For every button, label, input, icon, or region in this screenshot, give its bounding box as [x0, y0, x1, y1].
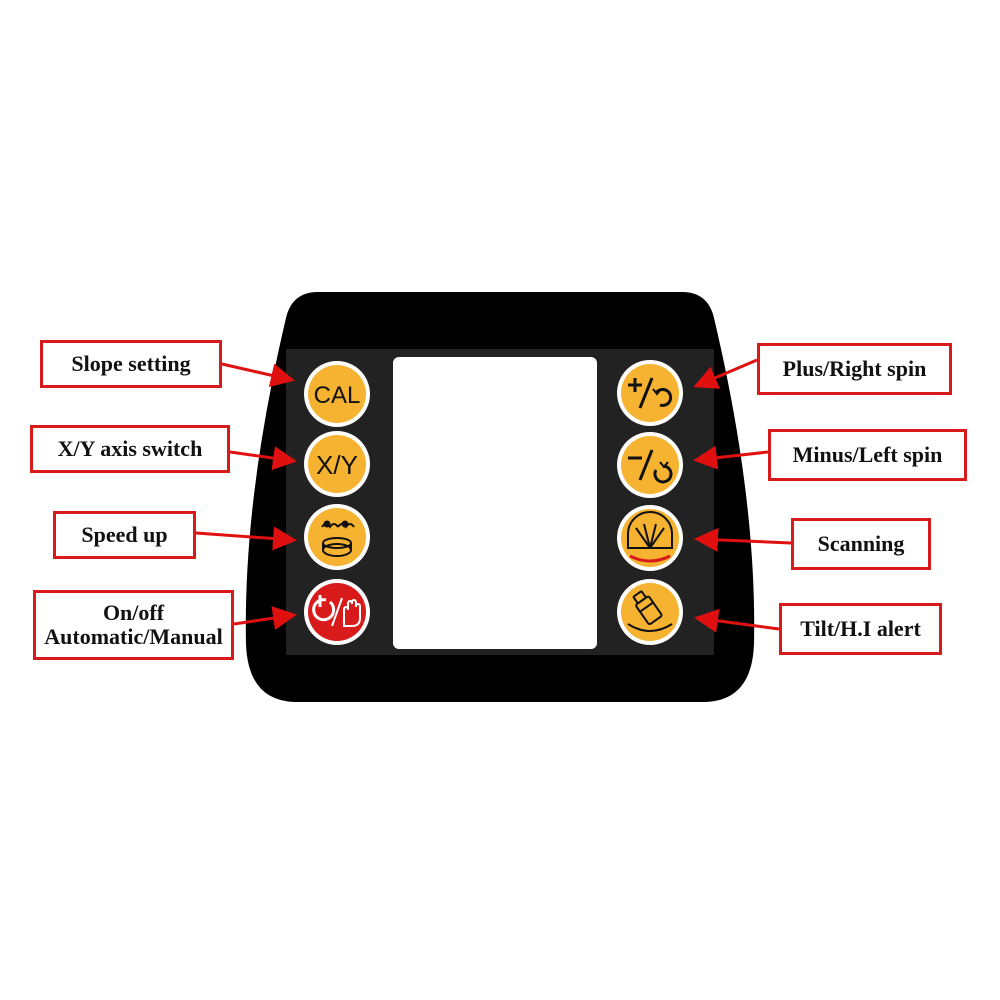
scanning-button[interactable] — [617, 505, 683, 571]
cal-button[interactable]: CAL — [304, 361, 370, 427]
label-scanning: Scanning — [791, 518, 931, 570]
arrow-slope-setting — [221, 362, 295, 388]
label-tilt-alert: Tilt/H.I alert — [779, 603, 942, 655]
annotation-arrows — [195, 358, 792, 633]
xy-button-label: X/Y — [316, 450, 358, 480]
label-plus-right-spin-text: Plus/Right spin — [782, 355, 927, 381]
label-plus-right-spin: Plus/Right spin — [757, 343, 952, 395]
label-speed-up-text: Speed up — [81, 521, 168, 547]
label-on-off-line1: On/off — [102, 599, 165, 625]
tilt-alert-button[interactable] — [617, 579, 683, 645]
xy-button[interactable]: X/Y — [304, 431, 370, 497]
minus-left-spin-icon — [628, 449, 673, 484]
label-on-off: On/off Automatic/Manual — [33, 590, 234, 660]
arrow-speed-up — [195, 526, 297, 551]
scanning-icon — [627, 511, 673, 563]
arrow-tilt-alert — [694, 608, 780, 633]
plus-right-spin-icon — [628, 377, 673, 409]
minus-left-spin-button[interactable] — [617, 432, 683, 498]
label-minus-left-spin: Minus/Left spin — [768, 429, 967, 481]
label-speed-up: Speed up — [53, 511, 196, 559]
label-tilt-alert-text: Tilt/H.I alert — [800, 615, 921, 641]
tilt-alert-icon — [627, 590, 673, 632]
arrow-plus-right-spin — [693, 358, 758, 389]
arrow-minus-left-spin — [693, 445, 769, 470]
label-slope-setting-text: Slope setting — [71, 350, 191, 376]
label-slope-setting: Slope setting — [40, 340, 222, 388]
label-xy-axis-switch: X/Y axis switch — [30, 425, 230, 473]
arrow-xy-axis-switch — [229, 446, 297, 470]
label-xy-axis-switch-text: X/Y axis switch — [57, 435, 203, 461]
arrow-scanning — [694, 527, 792, 552]
speed-up-button[interactable] — [304, 504, 370, 570]
plus-right-spin-button[interactable] — [617, 360, 683, 426]
power-button[interactable] — [304, 579, 370, 645]
label-minus-left-spin-text: Minus/Left spin — [792, 441, 943, 467]
power-hand-icon — [312, 595, 361, 627]
label-scanning-text: Scanning — [817, 530, 905, 556]
speed-up-icon — [321, 520, 355, 557]
cal-button-label: CAL — [314, 382, 361, 409]
display-screen — [393, 357, 597, 649]
arrow-on-off — [233, 606, 297, 630]
label-on-off-line2: Automatic/Manual — [44, 624, 223, 649]
